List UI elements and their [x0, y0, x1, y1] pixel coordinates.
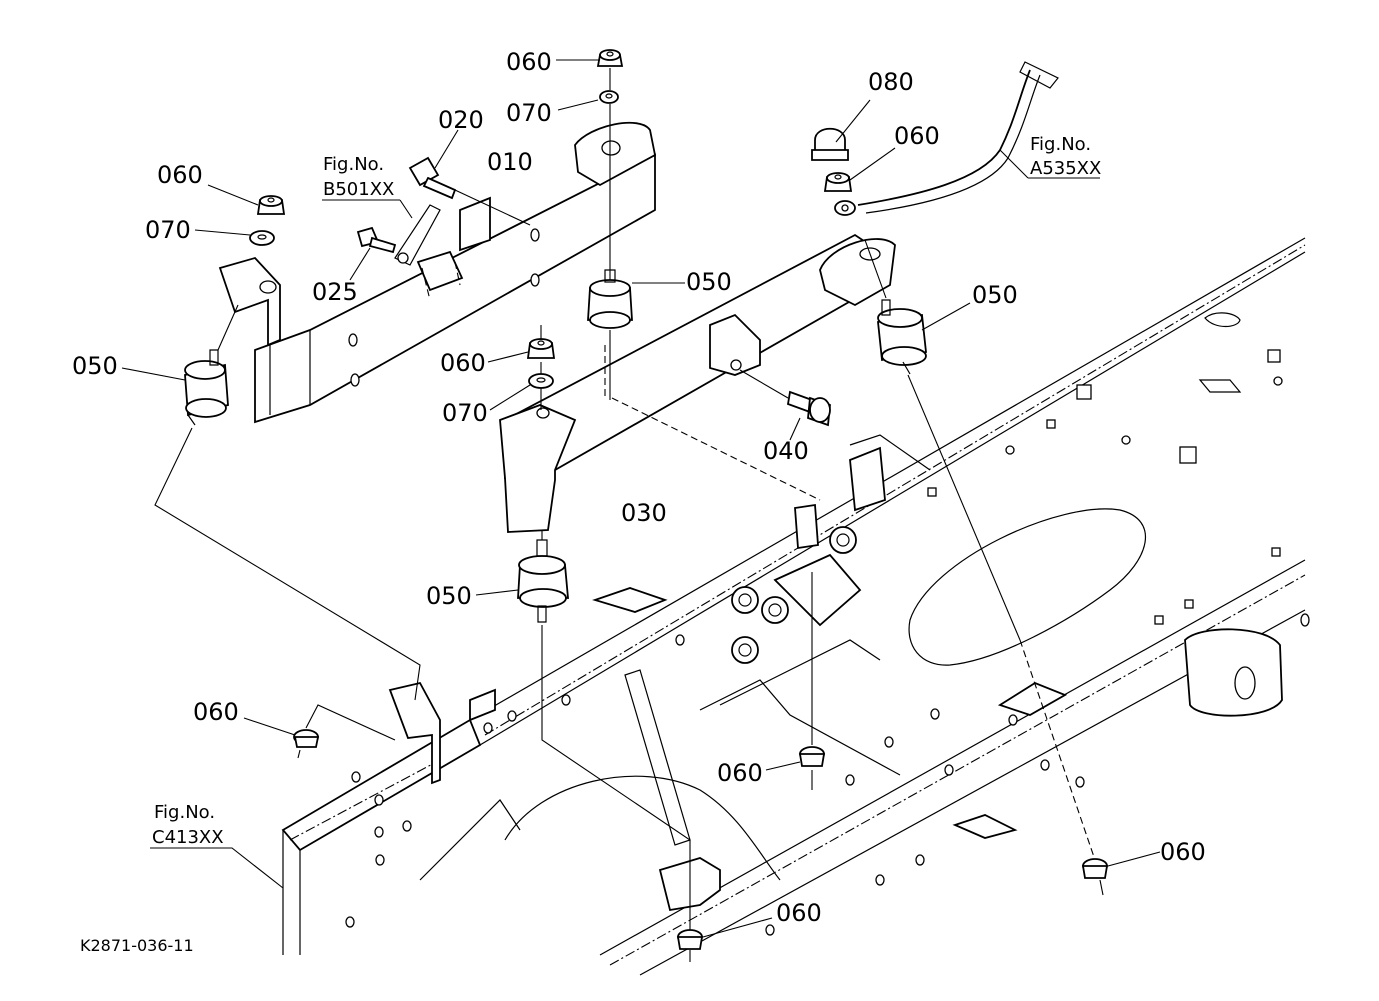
callout-060: 060: [506, 48, 552, 76]
isolator-050-lower: [475, 530, 691, 935]
cap-nut-080: [811, 99, 871, 161]
nut-060-bottom-right: [1081, 851, 1161, 896]
cable-clamp: [322, 199, 441, 266]
isolator-050-right: [864, 239, 1096, 861]
callout-060: 060: [1160, 838, 1206, 866]
callout-070: 070: [145, 216, 191, 244]
callout-060: 060: [157, 161, 203, 189]
ref-a535-line1: Fig.No.: [1030, 134, 1091, 155]
callout-070: 070: [506, 99, 552, 127]
callout-080: 080: [868, 68, 914, 96]
isolator-050-center: [587, 269, 685, 400]
callout-labels: 060 070 020 010 060 070 025 050 050 060 …: [72, 48, 1206, 927]
ref-c413-line1: Fig.No.: [154, 802, 215, 823]
callout-030: 030: [621, 499, 667, 527]
ref-a535-line2: A535XX: [1030, 158, 1101, 179]
callout-020: 020: [438, 106, 484, 134]
callout-050: 050: [972, 281, 1018, 309]
ref-c413-leader: [150, 847, 284, 889]
figure-references: Fig.No. B501XX Fig.No. A535XX Fig.No. C4…: [152, 134, 1101, 848]
callout-060: 060: [717, 759, 763, 787]
main-frame: [281, 237, 1310, 976]
callout-010: 010: [487, 148, 533, 176]
callout-050: 050: [686, 268, 732, 296]
callout-060: 060: [193, 698, 239, 726]
callout-040: 040: [763, 437, 809, 465]
ref-b501-line2: B501XX: [323, 179, 394, 200]
isolator-050-left: [121, 304, 421, 701]
ref-c413-line2: C413XX: [152, 827, 224, 848]
callout-025: 025: [312, 278, 358, 306]
nut-060-mid: [487, 325, 556, 363]
washer-070-left: [194, 229, 275, 246]
callout-050: 050: [72, 352, 118, 380]
nut-060-bottom-mid: [765, 572, 826, 790]
part-010-support-bar: [218, 121, 657, 424]
drawing-code: K2871-036-11: [80, 936, 194, 955]
callout-070: 070: [442, 399, 488, 427]
nut-060-top: [556, 49, 624, 67]
callout-060: 060: [894, 122, 940, 150]
washer-070-top: [557, 90, 619, 111]
nut-060-right: [823, 147, 896, 192]
nut-060-left: [207, 184, 286, 215]
callout-060: 060: [440, 349, 486, 377]
ref-b501-line1: Fig.No.: [323, 154, 384, 175]
nut-060-bottom-center: [676, 917, 773, 962]
battery-cable: [834, 61, 1100, 216]
washer-070-mid: [489, 362, 554, 411]
center-bolts: [731, 526, 857, 664]
bolt-040: [739, 369, 831, 441]
bolt-020: [408, 129, 531, 226]
callout-060: 060: [776, 899, 822, 927]
bolt-025: [349, 226, 397, 281]
nut-060-bottom-left: [243, 704, 396, 759]
callout-050: 050: [426, 582, 472, 610]
part-030-support-bar: [499, 233, 896, 533]
